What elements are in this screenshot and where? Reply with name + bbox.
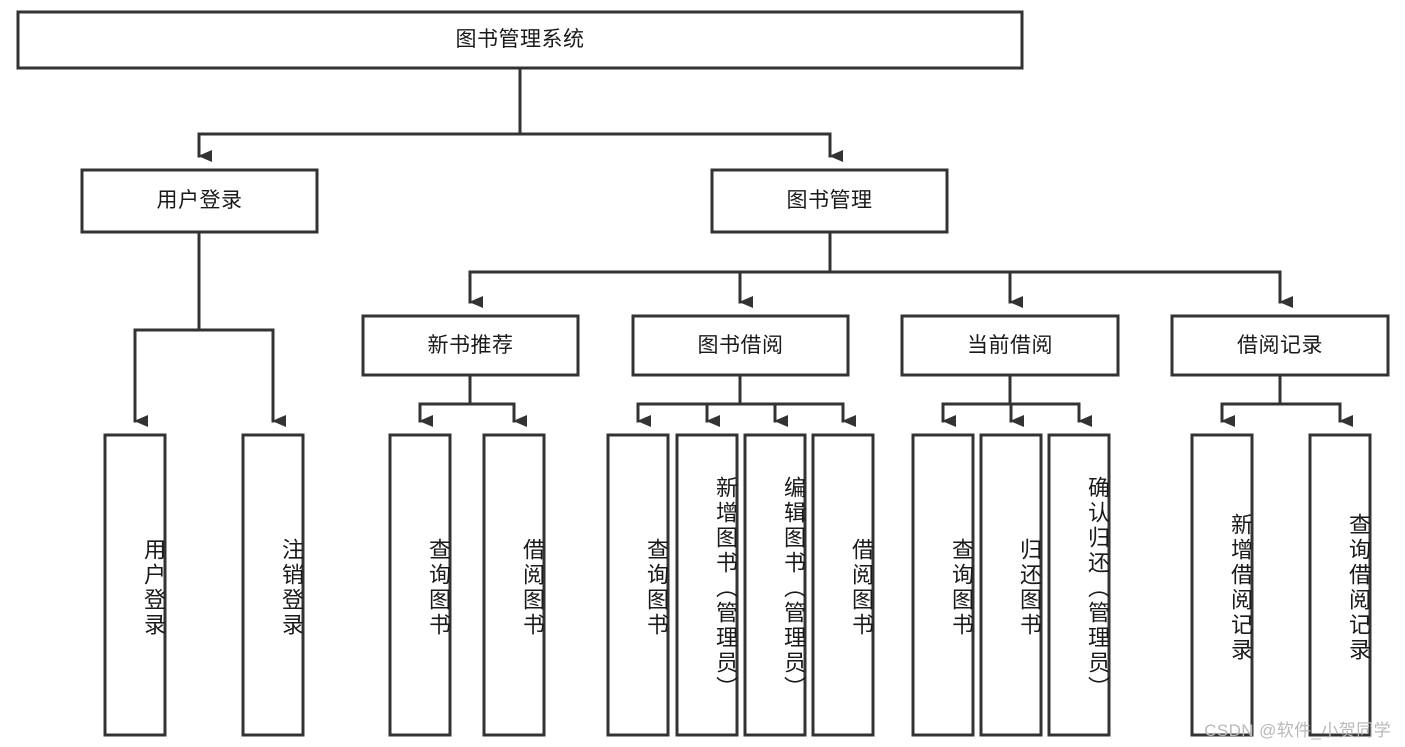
csdn-watermark: CSDN @软件_小贺同学: [1204, 721, 1391, 740]
node-box-book-borrow[interactable]: [631, 314, 850, 377]
leaf-box-current-borrow-0[interactable]: [911, 433, 975, 737]
node-box-user-login[interactable]: [80, 168, 319, 234]
node-box-root[interactable]: [16, 10, 1024, 70]
node-box-new-book-recommend[interactable]: [361, 314, 580, 377]
leaf-box-borrow-record-1[interactable]: [1308, 433, 1372, 737]
leaf-box-book-borrow-0[interactable]: [606, 433, 670, 737]
leaf-box-book-borrow-3[interactable]: [811, 433, 875, 737]
leaf-box-borrow-record-0[interactable]: [1190, 433, 1254, 737]
leaf-box-user-login-1[interactable]: [241, 433, 305, 737]
leaf-box-current-borrow-1[interactable]: [979, 433, 1043, 737]
leaf-box-book-borrow-1[interactable]: [675, 433, 739, 737]
node-box-book-management[interactable]: [710, 168, 949, 234]
node-box-borrow-record[interactable]: [1170, 314, 1390, 377]
leaf-box-book-borrow-2[interactable]: [743, 433, 807, 737]
leaf-box-current-borrow-2[interactable]: [1047, 433, 1111, 737]
leaf-box-new-book-1[interactable]: [482, 433, 546, 737]
leaf-box-user-login-0[interactable]: [103, 433, 167, 737]
leaf-box-new-book-0[interactable]: [388, 433, 452, 737]
node-box-current-borrow[interactable]: [900, 314, 1120, 377]
